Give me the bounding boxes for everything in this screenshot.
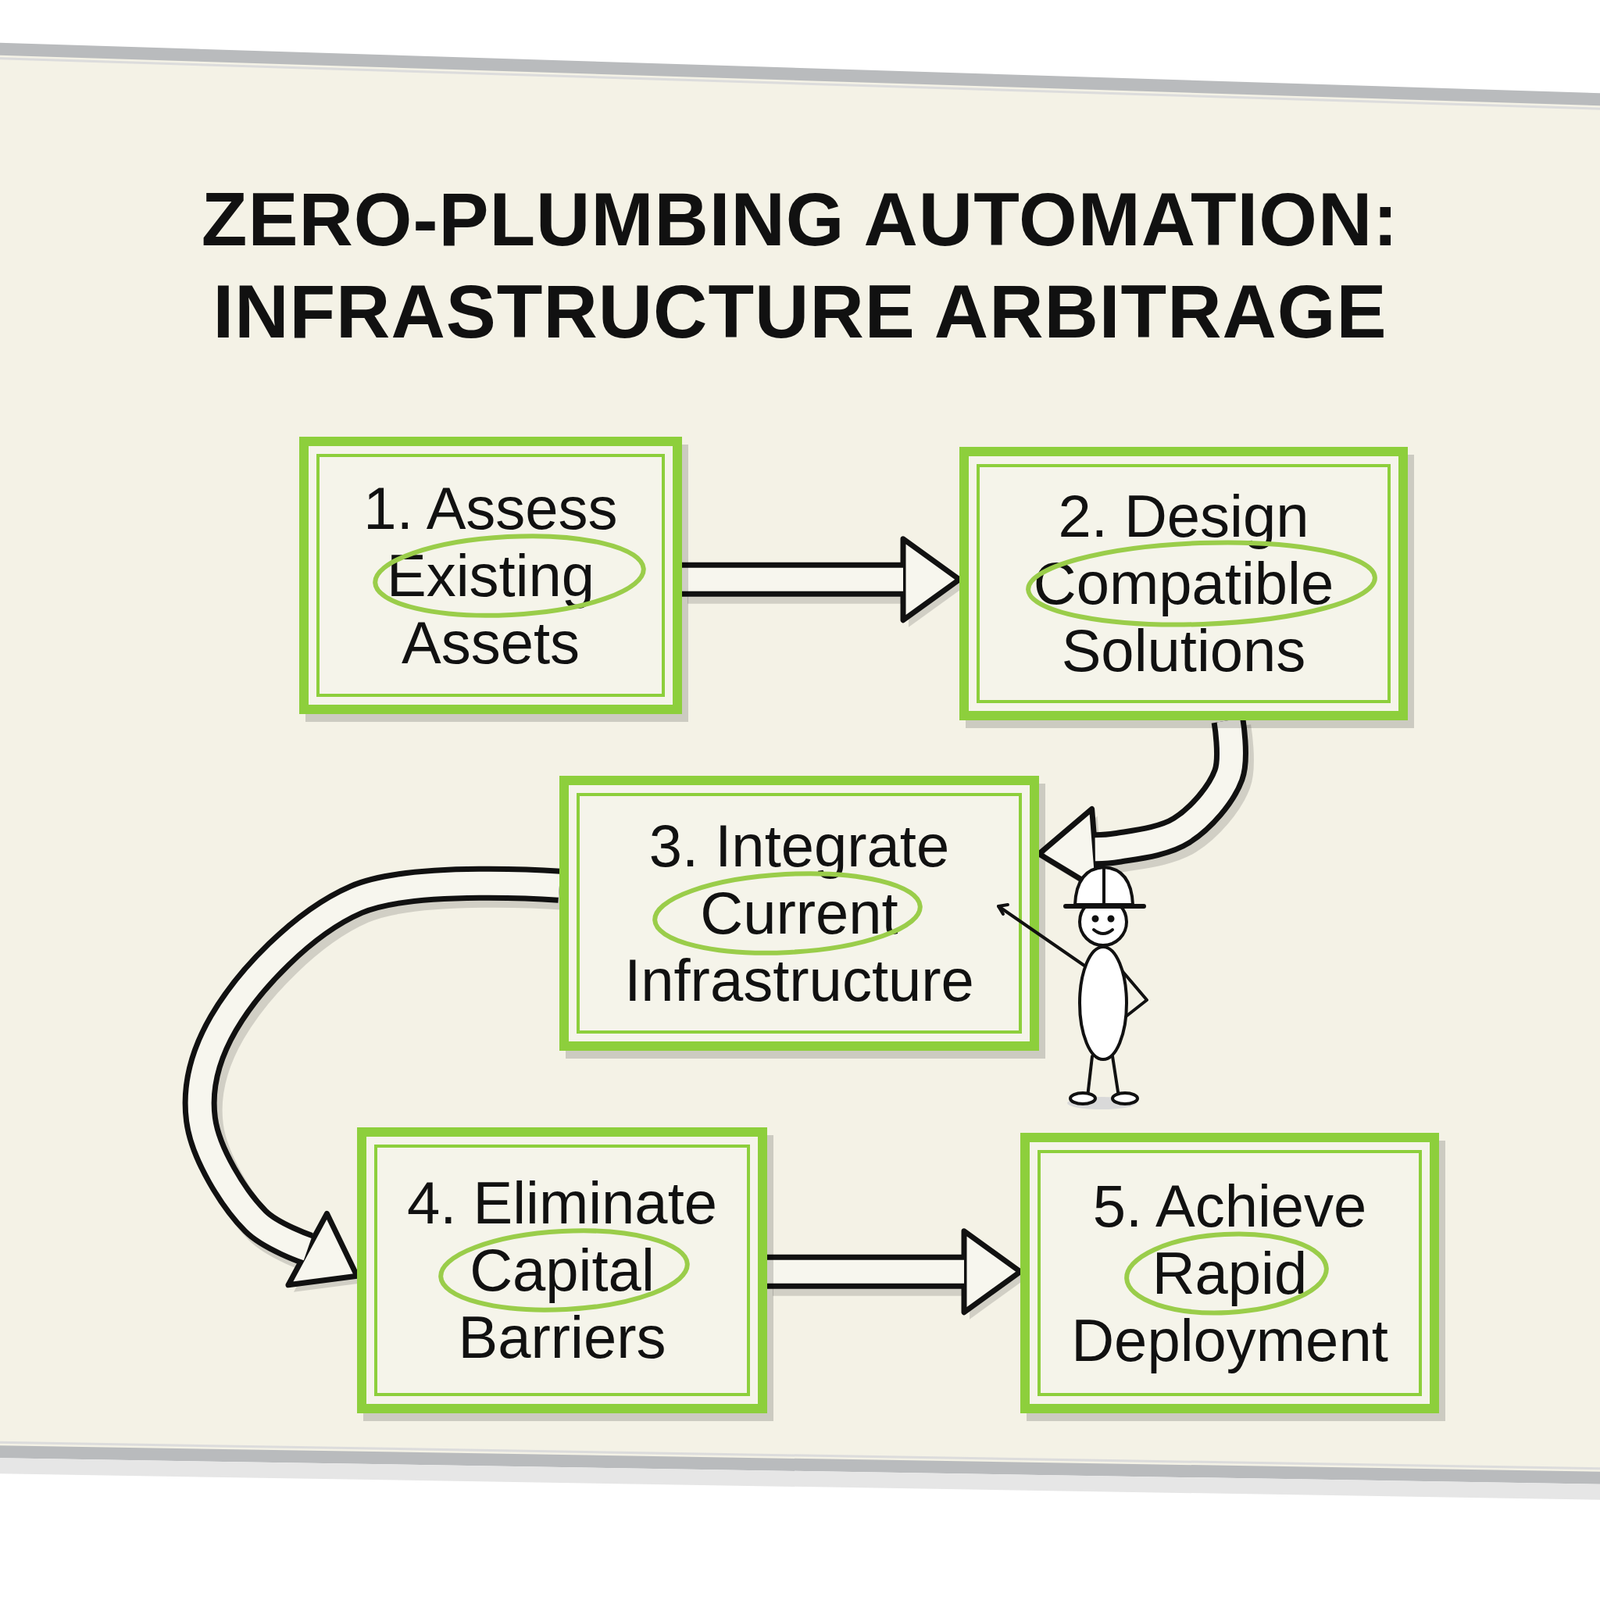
- figure-foot: [1112, 1092, 1138, 1104]
- arrow-head: [903, 539, 960, 621]
- figure-head: [1079, 898, 1127, 946]
- arrow-outline: [767, 1254, 965, 1290]
- process-box: 1. Assess Existing Assets: [299, 436, 683, 715]
- figure-eye: [1093, 917, 1098, 922]
- flow-arrow: [682, 539, 965, 628]
- hard-hat-brim: [1065, 903, 1144, 909]
- figure-arm-pointing: [998, 906, 1085, 966]
- process-box: 2. Design Compatible Solutions: [959, 446, 1408, 721]
- diagram-title: ZERO-PLUMBING AUTOMATION: INFRASTRUCTURE…: [77, 173, 1523, 358]
- figure-eye: [1109, 917, 1114, 922]
- figure-leg: [1112, 1056, 1119, 1097]
- whiteboard-frame: [0, 57, 1600, 1469]
- step-label: 4. Eliminate Capital Barriers: [382, 1169, 743, 1372]
- stick-figure: [998, 867, 1147, 1110]
- highlight-ring: [439, 1225, 690, 1316]
- process-box: 3. Integrate Current Infrastructure: [559, 775, 1040, 1051]
- whiteboard-surface: [0, 48, 1600, 1479]
- highlight-ring: [1125, 1228, 1329, 1318]
- figure-smile: [1093, 929, 1113, 934]
- whiteboard-tray: [0, 1457, 1600, 1500]
- figure-leg: [1087, 1056, 1093, 1097]
- arrow-head: [1039, 808, 1099, 890]
- arrow-head: [964, 1231, 1021, 1313]
- highlight-ring: [653, 867, 923, 960]
- step-label: 5. Achieve Rapid Deployment: [1057, 1172, 1402, 1375]
- step-label: 3. Integrate Current Infrastructure: [596, 812, 1003, 1015]
- step-label: 2. Design Compatible Solutions: [1011, 482, 1356, 685]
- hard-hat: [1075, 867, 1133, 905]
- hard-hat-ridge: [1102, 868, 1106, 904]
- figure-body: [1079, 946, 1127, 1060]
- arrow-fill: [682, 567, 904, 592]
- arrow-outline: [1095, 720, 1232, 850]
- flow-arrow: [767, 1231, 1026, 1320]
- figure-arm: [1120, 968, 1147, 1018]
- flow-arrow: [1039, 720, 1237, 897]
- figure-foot: [1070, 1092, 1096, 1104]
- arrow-fill: [767, 1260, 965, 1284]
- highlight-ring: [1026, 536, 1376, 630]
- figure-shadow: [1067, 1096, 1136, 1110]
- arrow-outline: [682, 562, 904, 597]
- process-box: 5. Achieve Rapid Deployment: [1020, 1132, 1440, 1414]
- highlight-ring: [373, 529, 647, 622]
- highlight-rings: [373, 529, 1377, 1318]
- step-label: 1. Assess Existing Assets: [342, 475, 640, 677]
- figure-hand: [998, 904, 1008, 915]
- arrow-fill: [1095, 720, 1232, 850]
- process-box: 4. Eliminate Capital Barriers: [357, 1127, 768, 1414]
